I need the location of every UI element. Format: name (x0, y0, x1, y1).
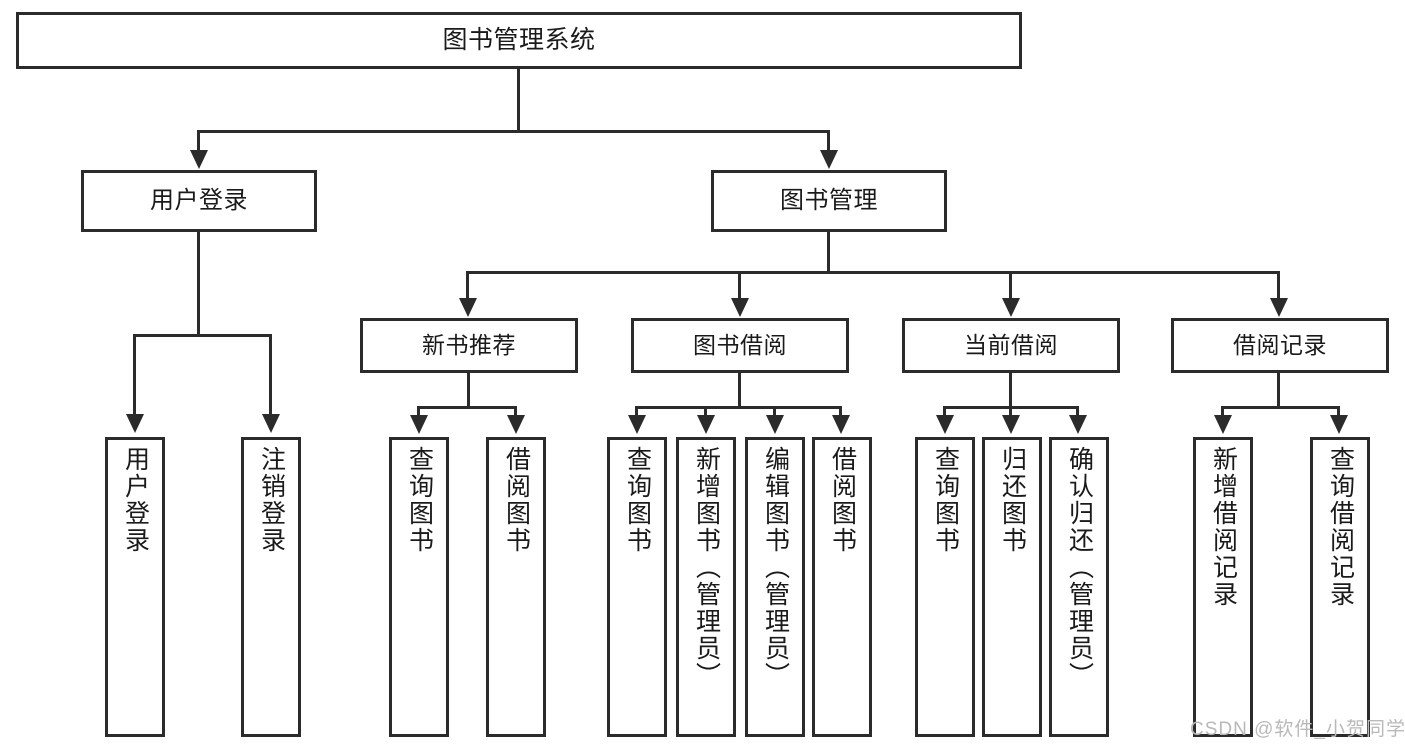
connector-user-login-to-leaf-2 (269, 334, 272, 416)
arrowhead-user-login-leaf-2 (262, 414, 280, 433)
leaf-book-borrow-add-book-admin[interactable]: 新增图书（管理员） (676, 437, 736, 737)
arrowhead-borrow-record-leaf-2 (1330, 415, 1348, 434)
arrowhead-current-borrow-leaf-3 (1069, 415, 1087, 434)
node-label: 借阅记录 (1233, 331, 1327, 358)
node-current-borrow[interactable]: 当前借阅 (902, 318, 1120, 373)
connector-current-borrow-to-leaf-2 (1009, 406, 1012, 418)
leaf-borrow-record-query-record[interactable]: 查询借阅记录 (1310, 437, 1370, 737)
arrowhead-root-to-book-management (820, 150, 838, 169)
arrowhead-bm-to-new-book (459, 298, 477, 317)
connector-bm-to-book-borrow (738, 271, 741, 301)
connector-borrow-record-to-leaf-1 (1221, 406, 1224, 418)
arrowhead-book-borrow-leaf-3 (766, 415, 784, 434)
node-label: 借阅图书 (828, 446, 857, 554)
arrowhead-user-login-leaf-1 (126, 414, 144, 433)
connector-new-book-to-leaf-1 (417, 406, 420, 418)
arrowhead-root-to-user-login (190, 150, 208, 169)
arrowhead-new-book-leaf-1 (410, 415, 428, 434)
connector-new-book-to-leaf-2 (514, 406, 517, 418)
connector-root-to-user-login (197, 130, 200, 154)
connector-book-borrow-to-leaf-2 (704, 406, 707, 418)
connector-user-login-stem (197, 232, 200, 337)
node-label: 查询图书 (931, 446, 960, 554)
node-new-book-recommend[interactable]: 新书推荐 (360, 318, 578, 373)
arrowhead-book-borrow-leaf-2 (697, 415, 715, 434)
node-book-management[interactable]: 图书管理 (711, 170, 947, 232)
connector-borrow-record-bus (1221, 406, 1339, 409)
arrowhead-borrow-record-leaf-1 (1214, 415, 1232, 434)
leaf-current-borrow-confirm-return-admin[interactable]: 确认归还（管理员） (1049, 437, 1109, 737)
connector-book-management-bus (466, 271, 1280, 274)
connector-root-bus (197, 130, 830, 133)
leaf-logout[interactable]: 注销登录 (241, 437, 301, 737)
connector-book-borrow-to-leaf-3 (773, 406, 776, 418)
node-label: 用户登录 (150, 186, 248, 214)
leaf-user-login[interactable]: 用户登录 (105, 437, 165, 737)
csdn-watermark: CSDN @软件_小贺同学 (1190, 719, 1405, 740)
arrowhead-book-borrow-leaf-4 (832, 415, 850, 434)
node-label: 新增借阅记录 (1209, 446, 1238, 608)
connector-new-book-stem (467, 373, 470, 409)
connector-bm-to-current-borrow (1009, 271, 1012, 301)
connector-user-login-bus (133, 334, 269, 337)
leaf-borrow-record-add-record[interactable]: 新增借阅记录 (1193, 437, 1253, 737)
leaf-current-borrow-return-book[interactable]: 归还图书 (982, 437, 1042, 737)
connector-current-borrow-to-leaf-1 (943, 406, 946, 418)
leaf-current-borrow-query-book[interactable]: 查询图书 (915, 437, 975, 737)
connector-user-login-to-leaf-1 (133, 334, 136, 416)
leaf-book-borrow-borrow-book[interactable]: 借阅图书 (812, 437, 872, 737)
arrowhead-current-borrow-leaf-2 (1002, 415, 1020, 434)
node-user-login[interactable]: 用户登录 (81, 170, 317, 232)
connector-book-borrow-bus (635, 406, 842, 409)
arrowhead-current-borrow-leaf-1 (936, 415, 954, 434)
connector-bm-to-new-book (466, 271, 469, 301)
node-label: 用户登录 (121, 446, 150, 554)
connector-borrow-record-stem (1277, 373, 1280, 409)
node-root-book-management-system[interactable]: 图书管理系统 (16, 12, 1022, 69)
connector-new-book-bus (417, 406, 517, 409)
node-label: 图书借阅 (693, 331, 787, 358)
connector-current-borrow-to-leaf-3 (1076, 406, 1079, 418)
arrowhead-book-borrow-leaf-1 (628, 415, 646, 434)
leaf-new-book-borrow-book[interactable]: 借阅图书 (486, 437, 546, 737)
node-label: 当前借阅 (964, 331, 1058, 358)
connector-book-borrow-to-leaf-1 (635, 406, 638, 418)
node-label: 归还图书 (998, 446, 1027, 554)
connector-borrow-record-to-leaf-2 (1337, 406, 1340, 418)
node-label: 注销登录 (257, 446, 286, 554)
node-label: 图书管理系统 (442, 25, 596, 54)
node-label: 查询图书 (623, 446, 652, 554)
connector-book-management-stem (827, 232, 830, 273)
node-book-borrow[interactable]: 图书借阅 (631, 318, 849, 373)
node-label: 新增图书（管理员） (692, 446, 721, 689)
arrowhead-bm-to-borrow-record (1270, 298, 1288, 317)
leaf-book-borrow-query-book[interactable]: 查询图书 (607, 437, 667, 737)
leaf-book-borrow-edit-book-admin[interactable]: 编辑图书（管理员） (745, 437, 805, 737)
connector-book-borrow-stem (738, 373, 741, 409)
node-label: 确认归还（管理员） (1065, 446, 1094, 689)
arrowhead-bm-to-book-borrow (731, 298, 749, 317)
node-label: 新书推荐 (422, 331, 516, 358)
arrowhead-new-book-leaf-2 (507, 415, 525, 434)
connector-root-stem (517, 69, 520, 132)
node-label: 编辑图书（管理员） (761, 446, 790, 689)
node-label: 查询借阅记录 (1326, 446, 1355, 608)
connector-book-borrow-to-leaf-4 (839, 406, 842, 418)
node-label: 查询图书 (405, 446, 434, 554)
node-label: 借阅图书 (502, 446, 531, 554)
leaf-new-book-query-book[interactable]: 查询图书 (389, 437, 449, 737)
node-borrow-record[interactable]: 借阅记录 (1171, 318, 1389, 373)
connector-bm-to-borrow-record (1277, 271, 1280, 301)
node-label: 图书管理 (780, 186, 878, 214)
connector-root-to-book-management (827, 130, 830, 154)
arrowhead-bm-to-current-borrow (1002, 298, 1020, 317)
connector-current-borrow-stem (1009, 373, 1012, 409)
